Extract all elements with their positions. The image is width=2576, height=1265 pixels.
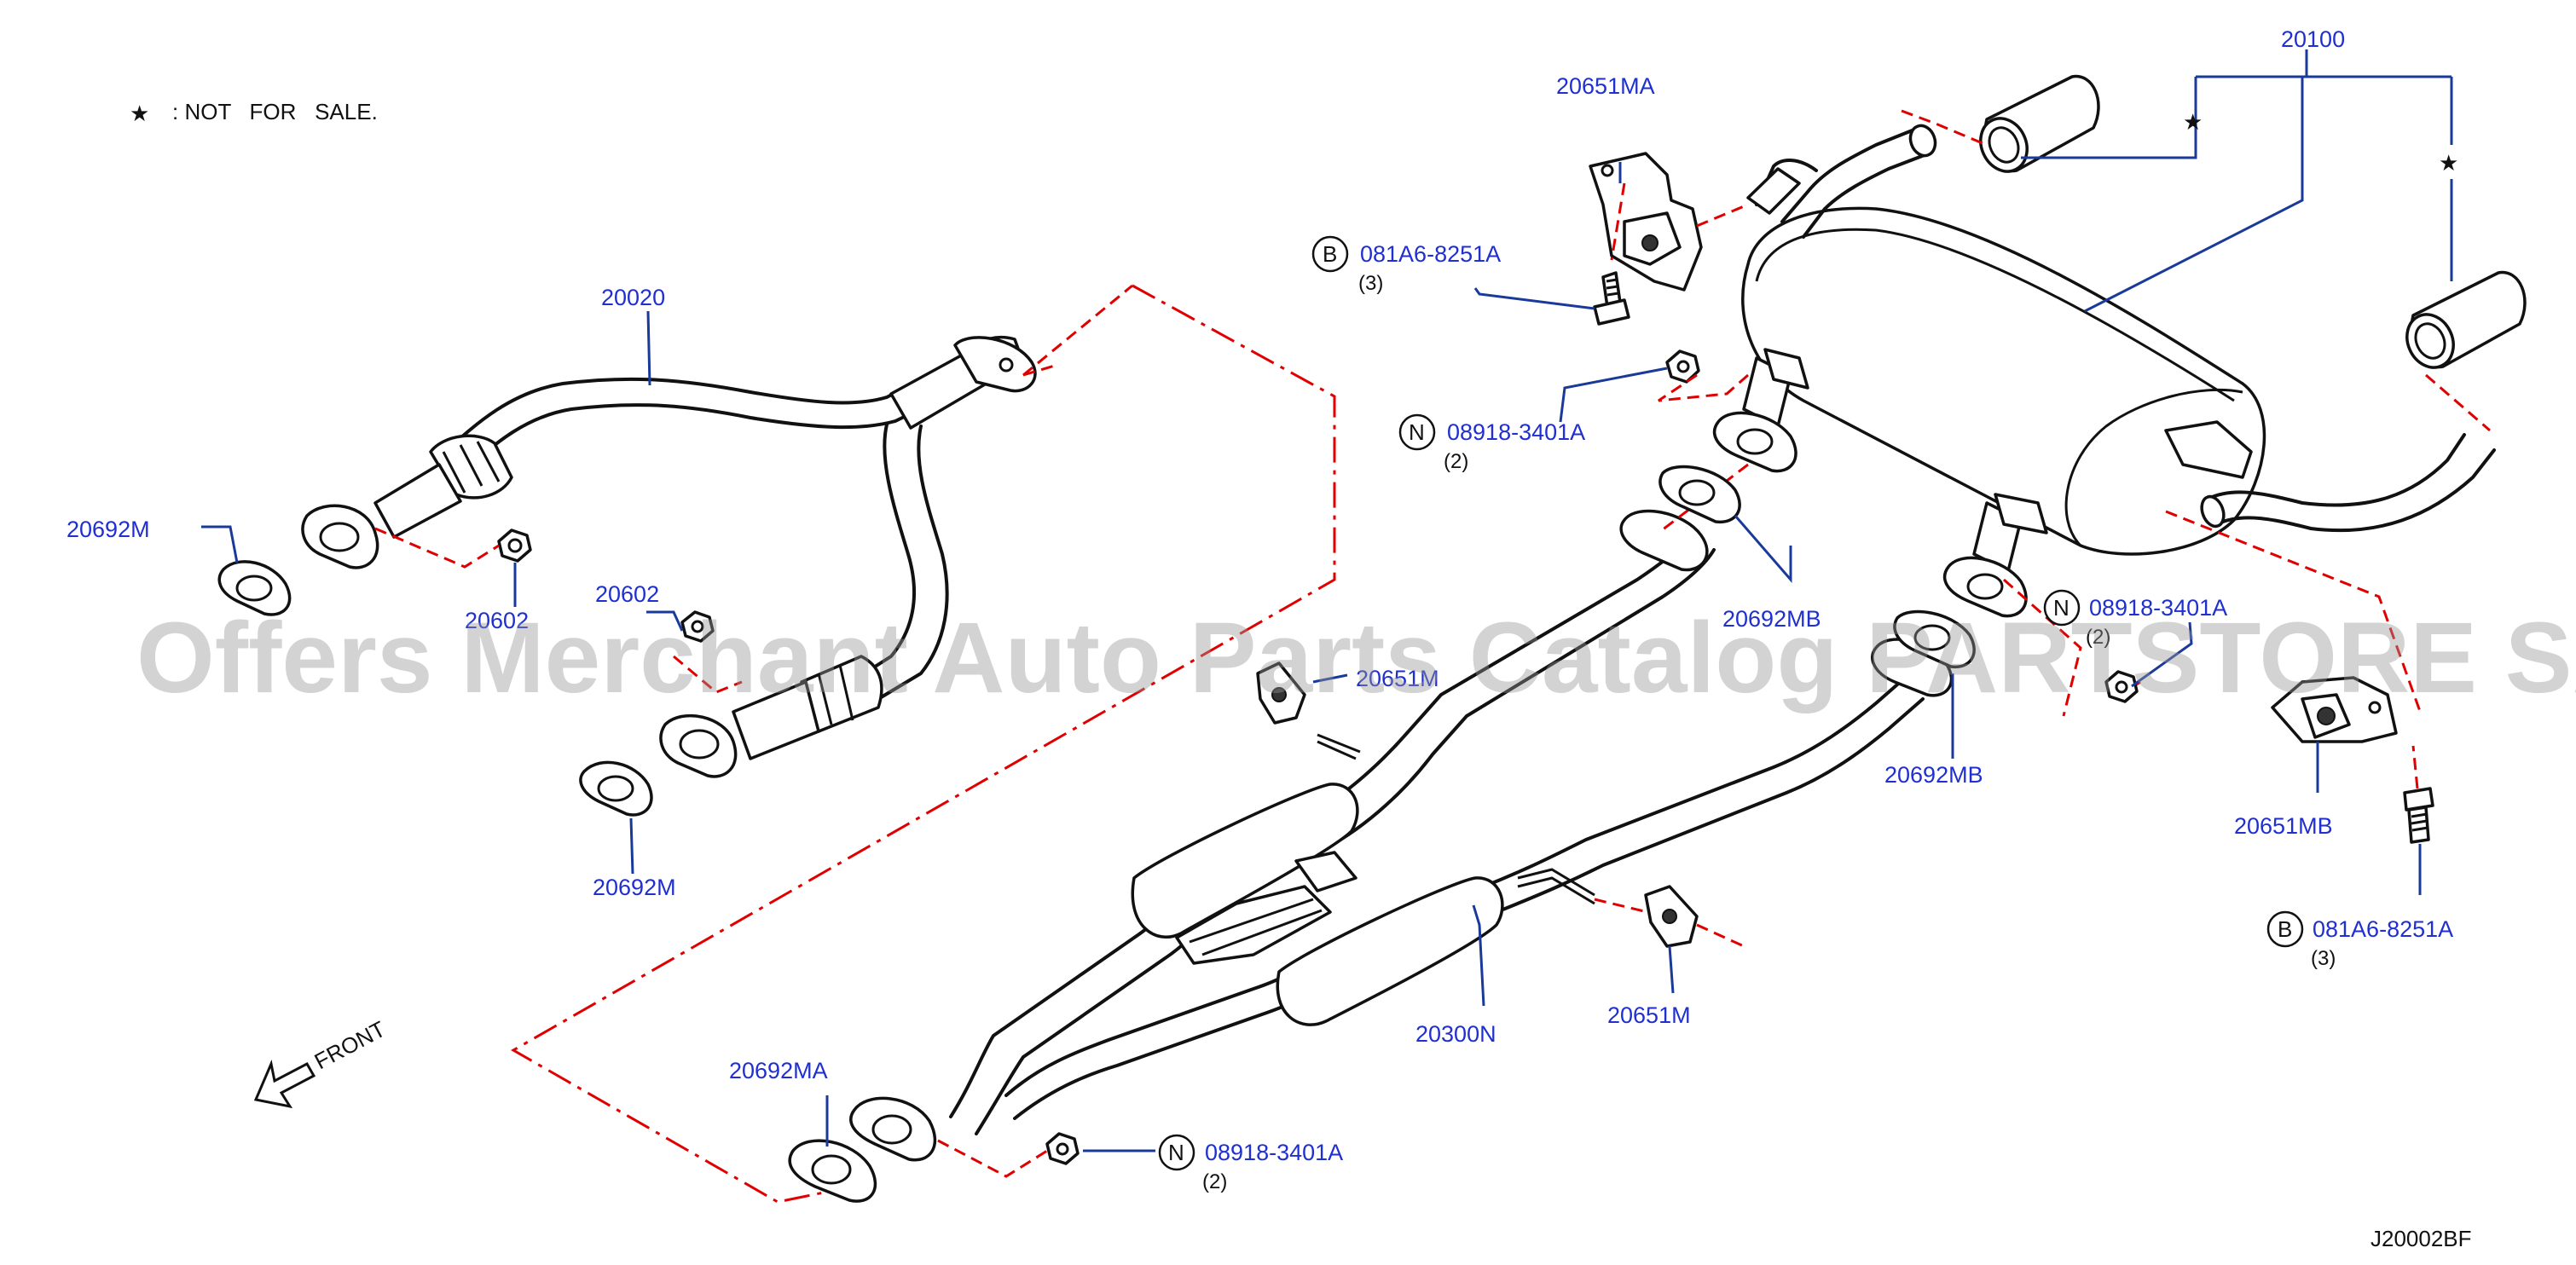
callout-20100: 20100 [2281,26,2345,52]
callout-nut-upper: N 08918-3401A (2) [1398,413,1585,473]
callout-bolt-lower: B 081A6-8251A (3) [2266,910,2453,970]
star-icon: ★ [2183,109,2203,135]
bolt-081A6-8251A-lower [2403,787,2434,844]
leader-lines [201,49,2453,1152]
rear-muffler-20100 [1712,124,2496,618]
nut-prefix-letter: N [1168,1140,1184,1165]
nut-part-number: 08918-3401A [2089,595,2227,621]
nut-part-number: 08918-3401A [1205,1140,1343,1165]
callout-20692M-upper: 20692M [67,517,150,542]
callout-20651M-upper: 20651M [1356,666,1439,691]
callout-20692M-lower: 20692M [593,875,676,900]
hanger-bracket-20651MA [1589,152,1703,292]
callout-20651M-lower: 20651M [1607,1002,1691,1028]
assembly-outline [510,284,1336,1204]
hanger-bracket-20651MB [2271,676,2398,743]
nut-part-number: 08918-3401A [1447,419,1585,445]
callout-20300N: 20300N [1415,1021,1496,1047]
bolt-part-number: 081A6-8251A [2313,916,2453,942]
callout-20602-upper: 20602 [465,608,529,633]
callout-20602-lower: 20602 [595,581,659,607]
gasket-20692M-lower [579,760,653,817]
hanger-20651M-lower [1644,885,1699,948]
callout-nut-lower: N 08918-3401A (2) [1158,1134,1343,1193]
front-label: FRONT [310,1016,390,1075]
nut-quantity: (2) [2086,626,2110,649]
callout-20692MB-upper: 20692MB [1722,606,1821,632]
front-pipe-20020 [301,335,1058,778]
callout-20020: 20020 [601,285,665,310]
hanger-20651M-upper [1256,661,1306,725]
gasket-20692MB-upper [1658,465,1741,524]
callout-20651MA: 20651MA [1556,73,1655,99]
tail-finisher-right [2405,270,2527,369]
watermark: Offers Merchant Auto Parts Catalog PARTS… [136,602,2576,714]
bolt-prefix-letter: B [2278,916,2292,942]
bolt-081A6-8251A-upper [1593,271,1630,326]
nut-08918-3401A-right [2104,670,2139,703]
star-icon: ★ [130,101,149,126]
bolt-part-number: 081A6-8251A [1360,241,1501,267]
part-labels: 20100 20651MA 20020 20692M 20602 20602 2… [67,26,2345,1083]
callout-bolt-upper: B 081A6-8251A (3) [1311,235,1501,295]
nut-08918-3401A-lower [1045,1132,1080,1165]
legend: ★ : NOT FOR SALE. [130,99,378,126]
star-icon: ★ [2439,150,2458,176]
bolt-quantity: (3) [2311,947,2336,970]
front-direction-indicator: FRONT [253,1016,390,1109]
nut-prefix-letter: N [1409,419,1425,445]
nut-quantity: (2) [1202,1170,1227,1193]
bolt-quantity: (3) [1358,272,1383,295]
callout-20651MB: 20651MB [2234,813,2333,839]
nut-08918-3401A-upper [1665,349,1700,384]
front-arrow-icon [253,1059,316,1109]
callout-nut-right: N 08918-3401A (2) [2043,589,2227,649]
nut-prefix-letter: N [2053,595,2069,621]
gasket-20692MA [788,1139,877,1203]
legend-text: : NOT FOR SALE. [172,99,378,124]
diagram-code: J20002BF [2370,1226,2472,1251]
callout-20692MA: 20692MA [729,1058,828,1083]
nut-20602-lower [680,610,715,643]
nut-20602-upper [497,529,532,563]
gasket-20692M-upper [217,560,292,616]
center-pipe-20300N [849,509,1954,1162]
bolt-prefix-letter: B [1323,241,1337,267]
nut-quantity: (2) [1444,450,1468,473]
callout-20692MB-lower: 20692MB [1884,762,1983,788]
tail-finisher-left [1979,74,2100,173]
gasket-20692MB-lower [1893,609,1976,669]
